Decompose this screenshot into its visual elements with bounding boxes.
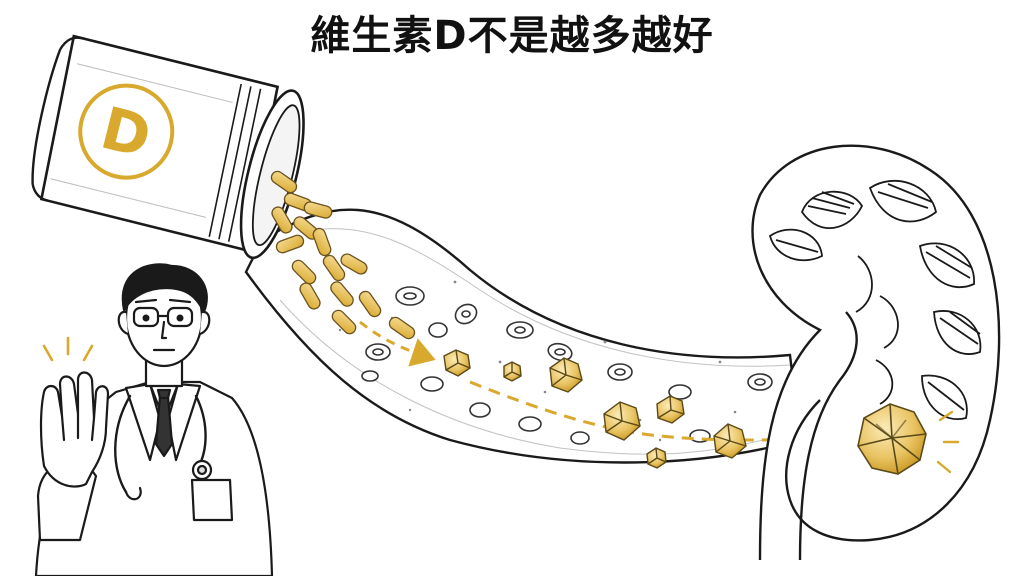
calcium-crystal-icon <box>656 395 685 424</box>
blood-cells <box>361 286 773 445</box>
kidney-stone-icon <box>857 403 927 475</box>
calcium-crystal-icon <box>713 423 747 459</box>
calcium-crystal-icon <box>549 357 583 393</box>
calcium-crystal-icon <box>503 361 522 382</box>
vitamin-d-bottle-icon: D <box>31 34 305 260</box>
vitamin-capsules <box>270 170 416 340</box>
calcium-crystal-icon <box>443 349 471 377</box>
calcium-crystal-icon <box>603 401 641 441</box>
hand-alert-marks <box>42 336 94 362</box>
flow-arrow <box>359 320 844 454</box>
page-title: 維生素D不是越多越好 <box>310 13 714 59</box>
stone-alert-marks <box>936 410 960 474</box>
calcium-crystal-icon <box>646 447 667 469</box>
calcium-crystals <box>443 349 747 469</box>
doctor-stop-gesture-icon <box>34 263 274 576</box>
kidney-icon <box>751 144 1001 561</box>
